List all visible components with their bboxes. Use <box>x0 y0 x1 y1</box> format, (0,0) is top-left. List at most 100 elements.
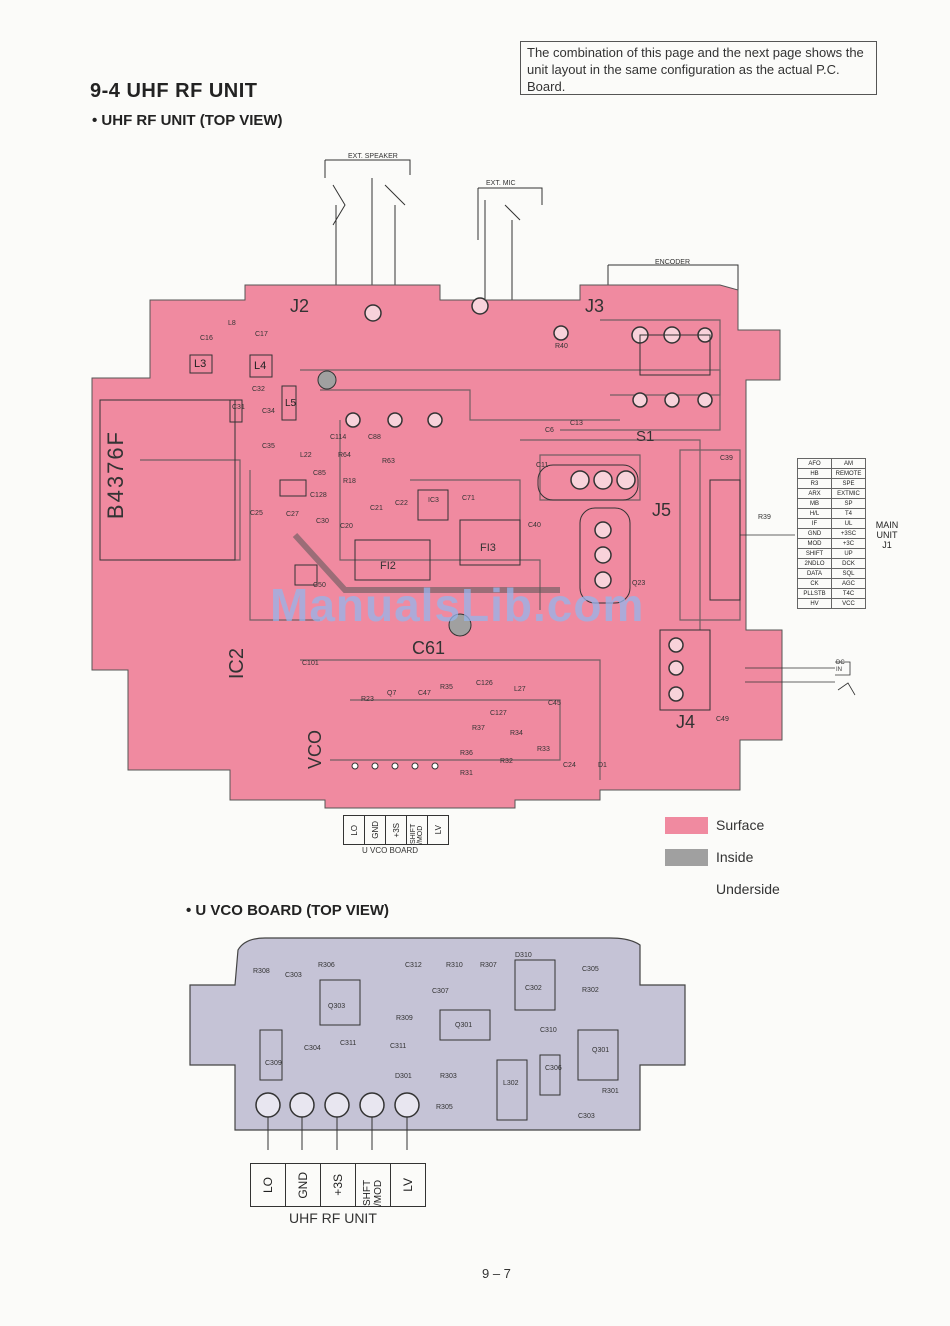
comp-r34: R34 <box>510 730 523 737</box>
j1-left-6: IF <box>797 518 832 529</box>
vco-comp-c309: C309 <box>265 1060 282 1067</box>
j1-left-1: HB <box>797 468 832 479</box>
j1-left-13: PLLSTB <box>797 588 832 599</box>
j5-label: J5 <box>652 500 672 520</box>
comp-r64: R64 <box>338 452 351 459</box>
rf-pin-box: LO GND +3S SHIFT /MOD LV <box>343 815 449 845</box>
j1-left-8: MOD <box>797 538 832 549</box>
j1-left-11: DATA <box>797 568 832 579</box>
j1-right-9: UP <box>831 548 866 559</box>
comp-l27: L27 <box>514 686 526 693</box>
comp-l8: L8 <box>228 320 236 327</box>
comp-c27: C27 <box>286 511 299 518</box>
vco-comp-r310: R310 <box>446 962 463 969</box>
comp-r39: R39 <box>758 514 771 521</box>
comp-q7: Q7 <box>387 690 397 697</box>
j1-left-10: 2NDLO <box>797 558 832 569</box>
vco-pins-caption: UHF RF UNIT <box>289 1210 377 1226</box>
vco-comp-c312: C312 <box>405 962 422 969</box>
dc-in-label: DC IN <box>836 660 845 673</box>
main-unit-label: MAIN UNIT J1 <box>875 520 899 550</box>
pcb-layout-drawing <box>91 159 856 809</box>
comp-r31: R31 <box>460 770 473 777</box>
rf-pin-3s: +3S <box>386 816 407 844</box>
comp-q23: Q23 <box>632 580 646 587</box>
comp-c47: C47 <box>418 690 431 697</box>
comp-r40: R40 <box>555 343 568 350</box>
vco-pin-gnd: GND <box>286 1164 321 1206</box>
ext-speaker-label: EXT. SPEAKER <box>348 153 398 160</box>
j1-right-3: EXTMIC <box>831 488 866 499</box>
comp-c32: C32 <box>252 386 265 393</box>
vco-comp-c311a: C311 <box>390 1043 407 1050</box>
vco-comp-c306: C306 <box>545 1065 562 1072</box>
ext-mic-label: EXT. MIC <box>486 180 516 187</box>
vco-pin-3s: +3S <box>321 1164 356 1206</box>
j1-right-12: AGC <box>831 578 866 589</box>
legend-surface-label: Surface <box>716 817 765 833</box>
comp-r32: R32 <box>500 758 513 765</box>
rf-pin-lo: LO <box>344 816 365 844</box>
comp-c85: C85 <box>313 470 326 477</box>
note-box: The combination of this page and the nex… <box>520 41 877 95</box>
comp-c45: C45 <box>548 700 561 707</box>
j1-left-9: SHIFT <box>797 548 832 559</box>
vco-comp-c304: C304 <box>304 1045 321 1052</box>
legend-inside-swatch <box>665 849 708 866</box>
comp-r36: R36 <box>460 750 473 757</box>
comp-ic3: IC3 <box>428 497 439 504</box>
legend-underside-label: Underside <box>716 881 780 897</box>
j1-left-14: HV <box>797 598 832 609</box>
vco-pin-lv: LV <box>401 1178 415 1192</box>
legend-surface-swatch <box>665 817 708 834</box>
vco-title: • U VCO BOARD (TOP VIEW) <box>186 902 390 919</box>
vco-comp-r302: R302 <box>582 987 599 994</box>
legend-inside-label: Inside <box>716 849 754 865</box>
section-title: 9-4 UHF RF UNIT <box>90 80 258 102</box>
j1-right-6: UL <box>831 518 866 529</box>
b4376f-label: B4376F <box>103 430 128 520</box>
comp-r33: R33 <box>537 746 550 753</box>
j1-left-0: AFO <box>797 458 832 469</box>
vco-pin-box: LO GND +3S SHFT /MOD LV <box>250 1163 426 1207</box>
j1-left-3: ARX <box>797 488 832 499</box>
vco-comp-c305: C305 <box>582 966 599 973</box>
comp-l22: L22 <box>300 452 312 459</box>
rf-pin-shift-mod: SHIFT /MOD <box>407 816 428 844</box>
vco-comp-r303: R303 <box>440 1073 457 1080</box>
vco-comp-r307: R307 <box>480 962 497 969</box>
j1-right-8: +3C <box>831 538 866 549</box>
comp-r23: R23 <box>361 696 374 703</box>
vco-comp-d310: D310 <box>515 952 532 959</box>
vco-pin-shift-mod: SHFT /MOD <box>356 1164 391 1206</box>
vco-comp-c310: C310 <box>540 1027 557 1034</box>
j4-label: J4 <box>676 712 696 732</box>
j1-right-1: REMOTE <box>831 468 866 479</box>
vco-comp-c311b: C311 <box>340 1040 357 1047</box>
vco-comp-c307: C307 <box>432 988 449 995</box>
comp-c127: C127 <box>490 710 507 717</box>
comp-c88: C88 <box>368 434 381 441</box>
vco-pin-lo: LO <box>251 1164 286 1206</box>
comp-c13: C13 <box>570 420 583 427</box>
j3-label: J3 <box>585 296 605 316</box>
j1-right-5: T4 <box>831 508 866 519</box>
j1-right-2: SPE <box>831 478 866 489</box>
vco-label: VCO <box>305 730 325 770</box>
j1-right-10: DCK <box>831 558 866 569</box>
page-number: 9 – 7 <box>482 1266 511 1281</box>
watermark: ManualsLib.com <box>270 579 645 631</box>
comp-c22: C22 <box>395 500 408 507</box>
vco-comp-c303b: C303 <box>578 1113 595 1120</box>
comp-r18: R18 <box>343 478 356 485</box>
j1-left-4: MB <box>797 498 832 509</box>
comp-r37: R37 <box>472 725 485 732</box>
rf-pin-lv: LV <box>433 825 443 835</box>
comp-d1: D1 <box>598 762 607 769</box>
vco-comp-r301: R301 <box>602 1088 619 1095</box>
comp-c34: C34 <box>262 408 275 415</box>
comp-c20: C20 <box>340 523 353 530</box>
j2-label: J2 <box>290 296 310 316</box>
j1-right-0: AM <box>831 458 866 469</box>
vco-comp-r309: R309 <box>396 1015 413 1022</box>
